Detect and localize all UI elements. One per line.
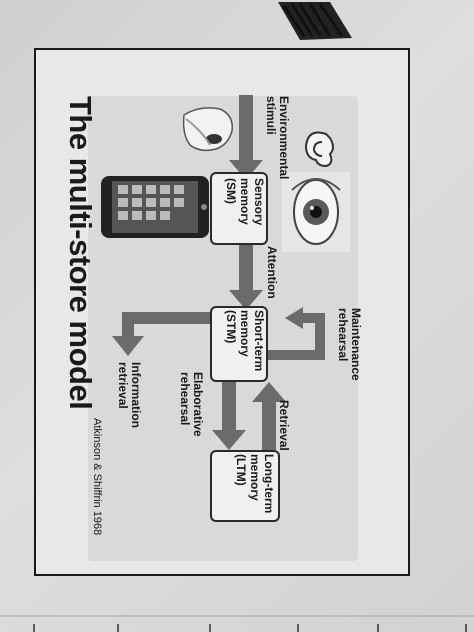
attention-label: Attention bbox=[265, 246, 279, 299]
nose-photo bbox=[182, 107, 233, 152]
phone-icon bbox=[101, 176, 209, 238]
retrieval-label: Retrieval bbox=[277, 400, 291, 451]
notebook-lines bbox=[0, 615, 474, 632]
sensory-memory-box bbox=[210, 172, 268, 245]
short-term-memory-label: Short-term memory (STM) bbox=[224, 310, 266, 372]
environmental-stimuli-label: Environmental stimuli bbox=[264, 96, 291, 180]
short-term-memory-box bbox=[210, 306, 268, 382]
diagram-title: The multi-store model bbox=[63, 96, 98, 410]
long-term-memory-label: Long-term memory (LTM) bbox=[234, 454, 276, 514]
ear-icon bbox=[304, 131, 334, 168]
information-retrieval-label: Information retrieval bbox=[116, 362, 143, 428]
pen-scribble bbox=[278, 2, 352, 40]
eye-photo bbox=[282, 172, 350, 252]
maintenance-rehearsal-label: Maintenance rehearsal bbox=[336, 308, 363, 381]
citation: Atkinson & Shiffrin 1968 bbox=[91, 418, 103, 536]
elaborative-rehearsal-label: Elaborative rehearsal bbox=[178, 372, 205, 437]
sensory-memory-label: Sensory memory (SM) bbox=[224, 178, 266, 226]
long-term-memory-box bbox=[210, 450, 280, 522]
